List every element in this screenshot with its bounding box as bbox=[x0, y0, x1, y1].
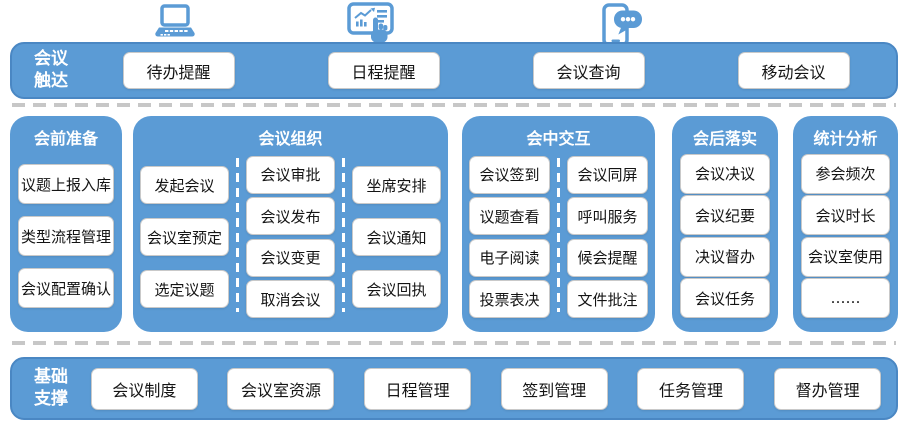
feature-box: 会议通知 bbox=[352, 218, 441, 256]
feature-box: 候会提醒 bbox=[567, 238, 648, 277]
column-title: 会议组织 bbox=[258, 129, 323, 148]
column-meeting-organization: 会议组织 发起会议 会议室预定 选定议题 会议审批 会议发布 会议变更 取消会议… bbox=[133, 116, 448, 332]
feature-box-room-resources: 会议室资源 bbox=[227, 367, 335, 410]
feature-box-task-management: 任务管理 bbox=[637, 367, 745, 410]
basic-support-bar: 基础支撑 会议制度 会议室资源 日程管理 签到管理 任务管理 督办管理 bbox=[10, 357, 898, 420]
feature-box: 文件批注 bbox=[567, 280, 648, 319]
feature-box: 类型流程管理 bbox=[18, 216, 114, 256]
feature-box-todo-reminder: 待办提醒 bbox=[122, 52, 235, 89]
meeting-reach-label: 会议触达 bbox=[34, 49, 68, 91]
feature-box-meeting-rules: 会议制度 bbox=[90, 367, 198, 410]
laptop-icon bbox=[152, 4, 198, 40]
feature-box: 取消会议 bbox=[246, 280, 335, 319]
feature-box-checkin-management: 签到管理 bbox=[500, 367, 608, 410]
subcolumn-service: 会议同屏 呼叫服务 候会提醒 文件批注 bbox=[560, 152, 655, 322]
column-pre-meeting: 会前准备 议题上报入库 类型流程管理 会议配置确认 bbox=[10, 116, 122, 332]
phase-columns: 会前准备 议题上报入库 类型流程管理 会议配置确认 会议组织 发起会议 会议室预… bbox=[10, 116, 898, 332]
feature-box: 呼叫服务 bbox=[567, 197, 648, 236]
feature-box: 会议同屏 bbox=[567, 155, 648, 194]
meeting-reach-items: 待办提醒 日程提醒 会议查询 移动会议 bbox=[76, 52, 896, 89]
feature-box: 议题查看 bbox=[469, 197, 550, 236]
feature-box-mobile-meeting: 移动会议 bbox=[737, 52, 850, 89]
feature-box-ellipsis: …… bbox=[801, 278, 890, 319]
feature-box: 会议变更 bbox=[246, 238, 335, 277]
column-title: 会前准备 bbox=[33, 129, 98, 148]
dashed-divider-bottom bbox=[12, 341, 896, 345]
feature-box: 会议室预定 bbox=[140, 218, 229, 256]
feature-box: 会议审批 bbox=[246, 155, 335, 194]
feature-box: 会议纪要 bbox=[680, 195, 770, 236]
subcolumn-approval: 会议审批 会议发布 会议变更 取消会议 bbox=[239, 152, 342, 322]
feature-box: 会议发布 bbox=[246, 197, 335, 236]
feature-box: 议题上报入库 bbox=[18, 164, 114, 204]
feature-box: 会议室使用 bbox=[801, 236, 890, 277]
subcolumn-notify: 坐席安排 会议通知 会议回执 bbox=[345, 152, 448, 322]
feature-box-meeting-query: 会议查询 bbox=[532, 52, 645, 89]
basic-support-items: 会议制度 会议室资源 日程管理 签到管理 任务管理 督办管理 bbox=[76, 367, 896, 410]
basic-support-label: 基础支撑 bbox=[34, 367, 68, 409]
feature-box-schedule-reminder: 日程提醒 bbox=[327, 52, 440, 89]
subcolumn-initiate: 发起会议 会议室预定 选定议题 bbox=[133, 152, 236, 322]
column-title: 会中交互 bbox=[526, 129, 591, 148]
column-statistics: 统计分析 参会频次 会议时长 会议室使用 …… bbox=[793, 116, 898, 332]
feature-box: 会议决议 bbox=[680, 153, 770, 194]
dashed-vertical-divider bbox=[236, 158, 239, 312]
dashed-vertical-divider bbox=[557, 158, 560, 312]
feature-box: 坐席安排 bbox=[352, 166, 441, 204]
feature-box-supervision-management: 督办管理 bbox=[774, 367, 882, 410]
feature-box: 会议配置确认 bbox=[18, 268, 114, 308]
feature-box: 发起会议 bbox=[140, 166, 229, 204]
feature-box: 会议时长 bbox=[801, 195, 890, 236]
feature-box: 会议签到 bbox=[469, 155, 550, 194]
dashed-divider-top bbox=[12, 103, 896, 107]
feature-box: 选定议题 bbox=[140, 270, 229, 308]
dashed-vertical-divider bbox=[342, 158, 345, 312]
column-in-meeting-interaction: 会中交互 会议签到 议题查看 电子阅读 投票表决 会议同屏 呼叫服务 候会提醒 … bbox=[462, 116, 655, 332]
feature-box: 投票表决 bbox=[469, 280, 550, 319]
meeting-reach-bar: 会议触达 待办提醒 日程提醒 会议查询 移动会议 bbox=[10, 42, 898, 99]
subcolumn-attendee: 会议签到 议题查看 电子阅读 投票表决 bbox=[462, 152, 557, 322]
feature-box: 会议任务 bbox=[680, 278, 770, 319]
feature-box: 电子阅读 bbox=[469, 238, 550, 277]
feature-box: 会议回执 bbox=[352, 270, 441, 308]
feature-box: 参会频次 bbox=[801, 153, 890, 194]
feature-box-schedule-management: 日程管理 bbox=[364, 367, 472, 410]
column-title: 统计分析 bbox=[813, 129, 878, 148]
column-post-meeting: 会后落实 会议决议 会议纪要 决议督办 会议任务 bbox=[672, 116, 778, 332]
phone-chat-icon bbox=[601, 2, 647, 48]
column-title: 会后落实 bbox=[692, 129, 757, 148]
tablet-touch-chart-icon bbox=[347, 2, 395, 45]
feature-box: 决议督办 bbox=[680, 236, 770, 277]
